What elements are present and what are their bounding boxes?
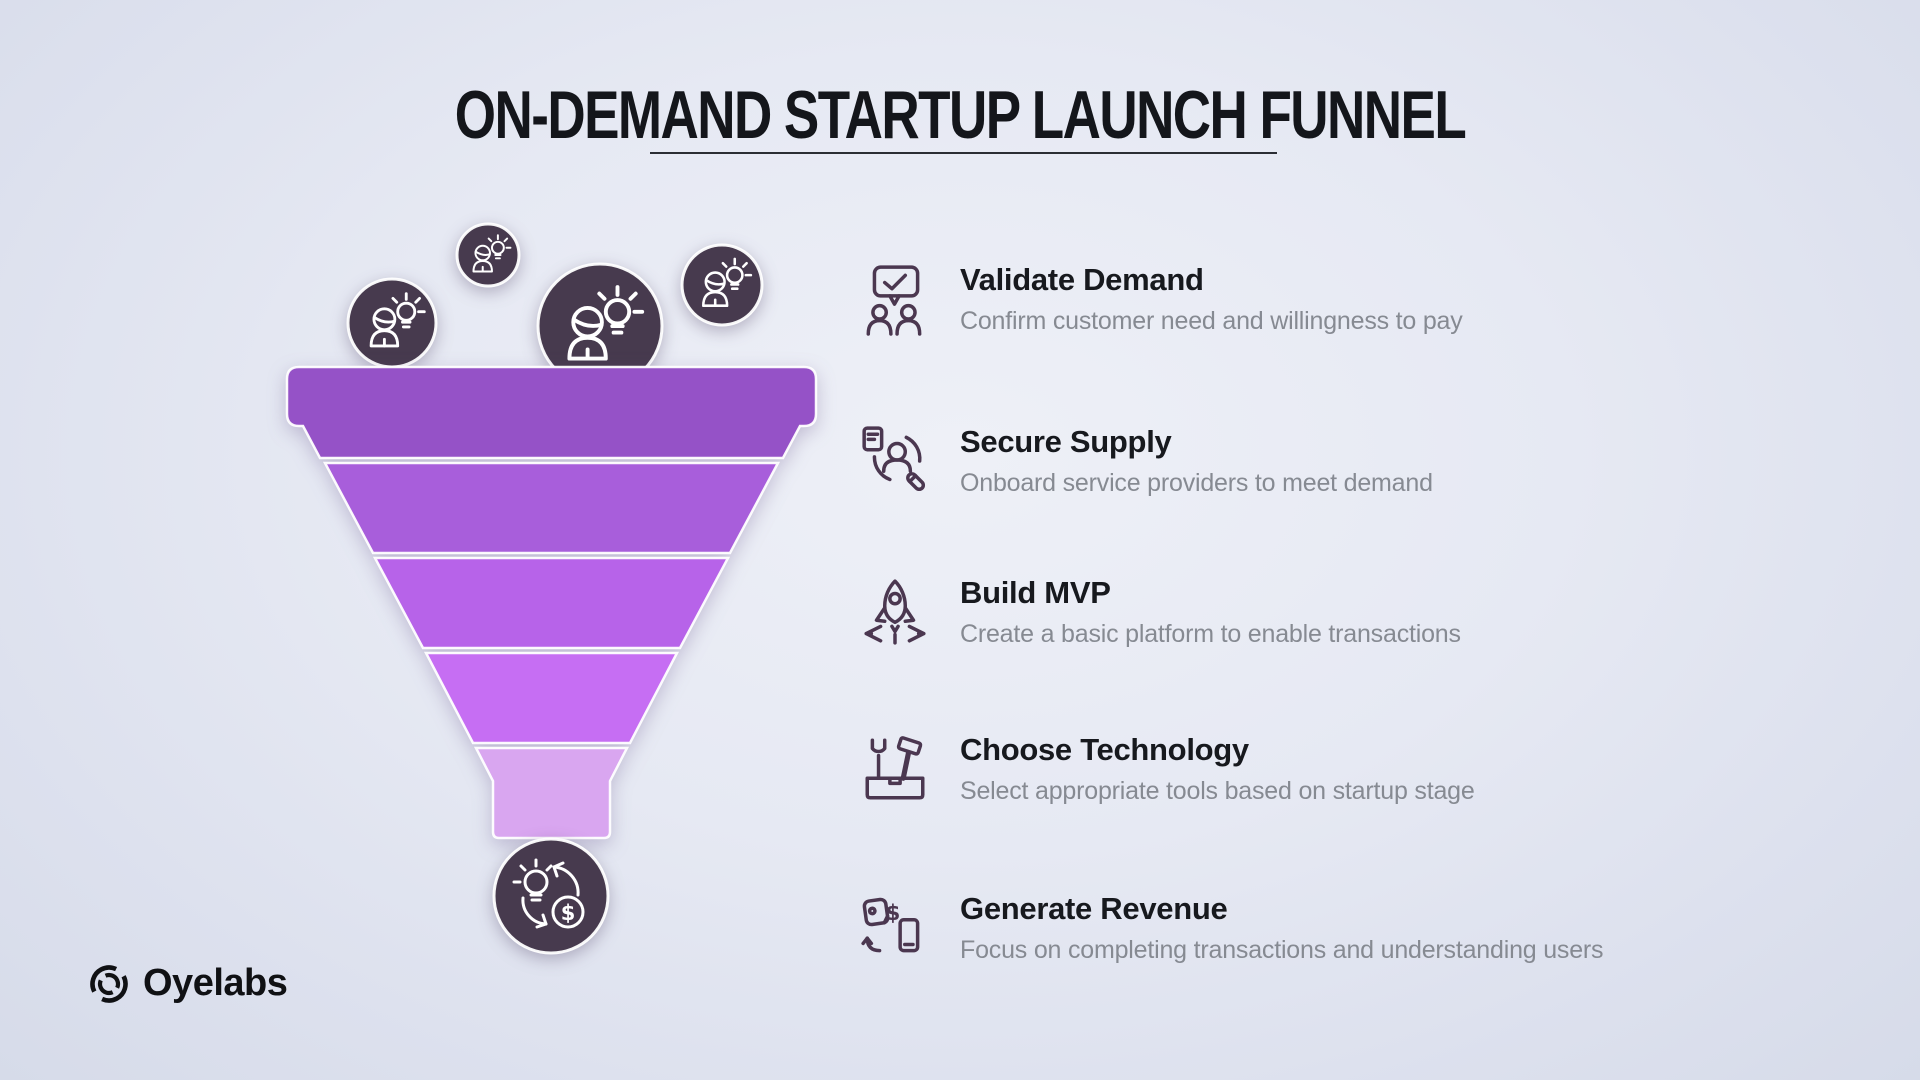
step-description: Confirm customer need and willingness to… (960, 307, 1463, 335)
step-text: Choose Technology Select appropriate too… (960, 732, 1475, 806)
funnel-body (285, 365, 818, 840)
step-text: Generate Revenue Focus on completing tra… (960, 891, 1604, 965)
funnel-stage-2 (322, 461, 781, 555)
funnel-stage-5 (473, 746, 630, 840)
step-description: Select appropriate tools based on startu… (960, 777, 1475, 805)
step-validate-demand: Validate Demand Confirm customer need an… (856, 260, 1463, 338)
provider-network-icon (856, 422, 934, 500)
funnel-stage-4 (423, 651, 680, 745)
page-title: ON-DEMAND STARTUP LAUNCH FUNNEL (454, 77, 1467, 153)
idea-circle-2 (455, 222, 521, 288)
oyelabs-logo-icon (90, 964, 128, 1003)
payment-exchange-icon: $ (856, 889, 934, 967)
idea-circle-1 (346, 277, 438, 369)
idea-circle-4 (680, 243, 764, 327)
title-underline (650, 152, 1277, 154)
svg-text:$: $ (885, 901, 900, 926)
step-description: Onboard service providers to meet demand (960, 469, 1433, 497)
step-title: Generate Revenue (960, 891, 1228, 926)
idea-to-money-cycle-icon: $ (512, 858, 585, 929)
brand-name: Oyelabs (143, 962, 288, 1004)
step-generate-revenue: $ Generate Revenue Focus on completing t… (856, 889, 1604, 967)
funnel-stage-1 (285, 365, 818, 460)
step-choose-technology: Choose Technology Select appropriate too… (856, 730, 1475, 808)
brand-logo: Oyelabs (88, 962, 288, 1005)
chat-check-people-icon (856, 260, 934, 338)
svg-text:$: $ (561, 901, 576, 925)
step-text: Secure Supply Onboard service providers … (960, 424, 1433, 498)
step-text: Build MVP Create a basic platform to ena… (960, 575, 1461, 649)
outcome-circle: $ (492, 837, 610, 955)
step-description: Create a basic platform to enable transa… (960, 620, 1461, 648)
step-title: Validate Demand (960, 262, 1204, 297)
rocket-launch-icon (856, 573, 934, 651)
step-description: Focus on completing transactions and und… (960, 936, 1604, 964)
step-text: Validate Demand Confirm customer need an… (960, 262, 1463, 336)
step-secure-supply: Secure Supply Onboard service providers … (856, 422, 1433, 500)
step-title: Secure Supply (960, 424, 1172, 459)
step-build-mvp: Build MVP Create a basic platform to ena… (856, 573, 1461, 651)
funnel-stage-3 (372, 556, 731, 650)
step-title: Build MVP (960, 575, 1111, 610)
toolbox-icon (856, 730, 934, 808)
step-title: Choose Technology (960, 732, 1249, 767)
idea-circles (346, 222, 764, 390)
